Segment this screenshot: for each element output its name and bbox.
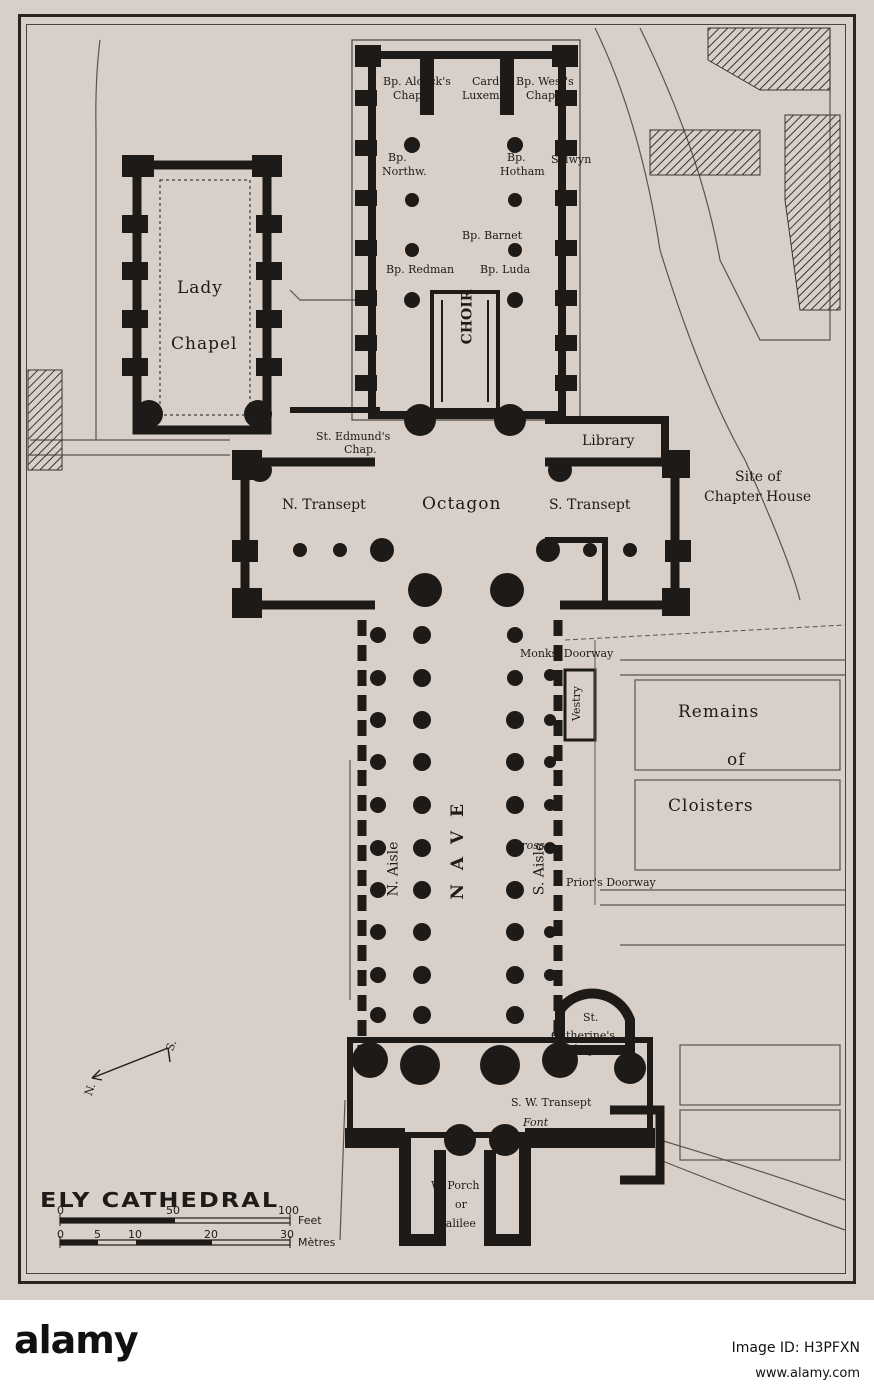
- label-st: St.: [583, 1011, 599, 1024]
- stock-footer: [0, 1300, 874, 1390]
- label-site-of: Site of: [735, 469, 782, 485]
- label-octagon: Octagon: [422, 494, 502, 514]
- label-of: of: [727, 750, 746, 770]
- scale-metre-tick-30: 30: [280, 1228, 294, 1241]
- label-monks-doorway: Monks' Doorway: [520, 647, 614, 660]
- label-bp-barnet: Bp. Barnet: [462, 229, 523, 242]
- label-hotham: Hotham: [500, 165, 545, 178]
- surrounding-streets: [30, 27, 846, 1241]
- label-priors-doorway: Prior's Doorway: [566, 876, 656, 889]
- label-bp-redman: Bp. Redman: [386, 263, 455, 276]
- label-cloisters: Cloisters: [668, 796, 754, 816]
- scale-feet-tick-0: 0: [57, 1204, 64, 1217]
- label-bp-northw: Bp.: [388, 151, 407, 164]
- vestry-outline: [563, 624, 846, 905]
- label-cross: Cross: [513, 839, 545, 852]
- label-st-edmunds-chap: Chap.: [344, 443, 377, 456]
- label-bp-alcock-chapel: Chapel: [393, 89, 433, 102]
- transept-walls: [232, 407, 691, 618]
- label-w-porch: W. Porch: [431, 1179, 480, 1192]
- label-vestry: Vestry: [569, 686, 583, 721]
- label-lady: Lady: [177, 278, 223, 298]
- label-catherines: Catherine's: [551, 1029, 616, 1042]
- scale-feet-unit: Feet: [298, 1214, 322, 1227]
- label-font: Font: [523, 1116, 549, 1129]
- label-s-transept: S. Transept: [549, 497, 631, 513]
- scale-metre-tick-5: 5: [94, 1228, 101, 1241]
- alamy-logo: alamy: [14, 1318, 139, 1362]
- image-id-text: Image ID: H3PFXN: [731, 1340, 860, 1356]
- label-catherines-chap: Chap.: [566, 1043, 599, 1056]
- label-bp-luda: Bp. Luda: [480, 263, 531, 276]
- scale-bar-feet: [59, 1214, 291, 1226]
- west-end-walls: [345, 988, 665, 1246]
- label-selwyn: Selwyn: [551, 153, 592, 166]
- label-n-transept: N. Transept: [282, 497, 366, 513]
- label-bp-west-chapel: Chapel: [526, 89, 566, 102]
- scale-metre-tick-0: 0: [57, 1228, 64, 1241]
- scale-metre-tick-20: 20: [204, 1228, 218, 1241]
- scale-metre-tick-10: 10: [128, 1228, 142, 1241]
- label-nave: NAVE: [448, 790, 468, 900]
- choir-walls: [351, 39, 581, 436]
- scale-metre-unit: Mètres: [298, 1236, 336, 1249]
- scale-feet-tick-100: 100: [278, 1204, 299, 1217]
- label-luxemb: Luxemb.: [462, 89, 511, 102]
- compass-arrow: [91, 1047, 171, 1081]
- map-title: ELY CATHEDRAL: [40, 1188, 280, 1212]
- label-northw: Northw.: [382, 165, 427, 178]
- cathedral-floor-plan: [27, 27, 846, 1248]
- scale-bar-metres: [59, 1236, 291, 1248]
- label-remains: Remains: [678, 702, 760, 722]
- label-sw-transept: S. W. Transept: [511, 1096, 592, 1109]
- label-st-edmunds: St. Edmund's: [316, 430, 391, 443]
- label-lady-chapel: Chapel: [171, 334, 238, 354]
- label-bp-alcock: Bp. Alcock's: [383, 75, 451, 88]
- scale-feet-tick-50: 50: [166, 1204, 180, 1217]
- neighbouring-buildings: [27, 27, 841, 471]
- map-outer-border: [18, 14, 856, 1284]
- label-bp-hotham: Bp.: [507, 151, 526, 164]
- label-bp-west: Bp. West's: [516, 75, 574, 88]
- label-n-aisle: N. Aisle: [385, 841, 402, 897]
- label-w-porch-or: or: [455, 1198, 467, 1211]
- label-choir: CHOIR: [459, 289, 476, 345]
- label-chapter-house: Chapter House: [704, 489, 812, 505]
- site-url-text: www.alamy.com: [755, 1366, 860, 1381]
- nave-walls: [352, 620, 578, 1085]
- lady-chapel-walls: [122, 155, 282, 435]
- label-card: Card.: [472, 75, 503, 88]
- map-inner-border: [26, 24, 846, 1274]
- label-galilee: Galilee: [437, 1217, 476, 1230]
- label-library: Library: [582, 433, 635, 449]
